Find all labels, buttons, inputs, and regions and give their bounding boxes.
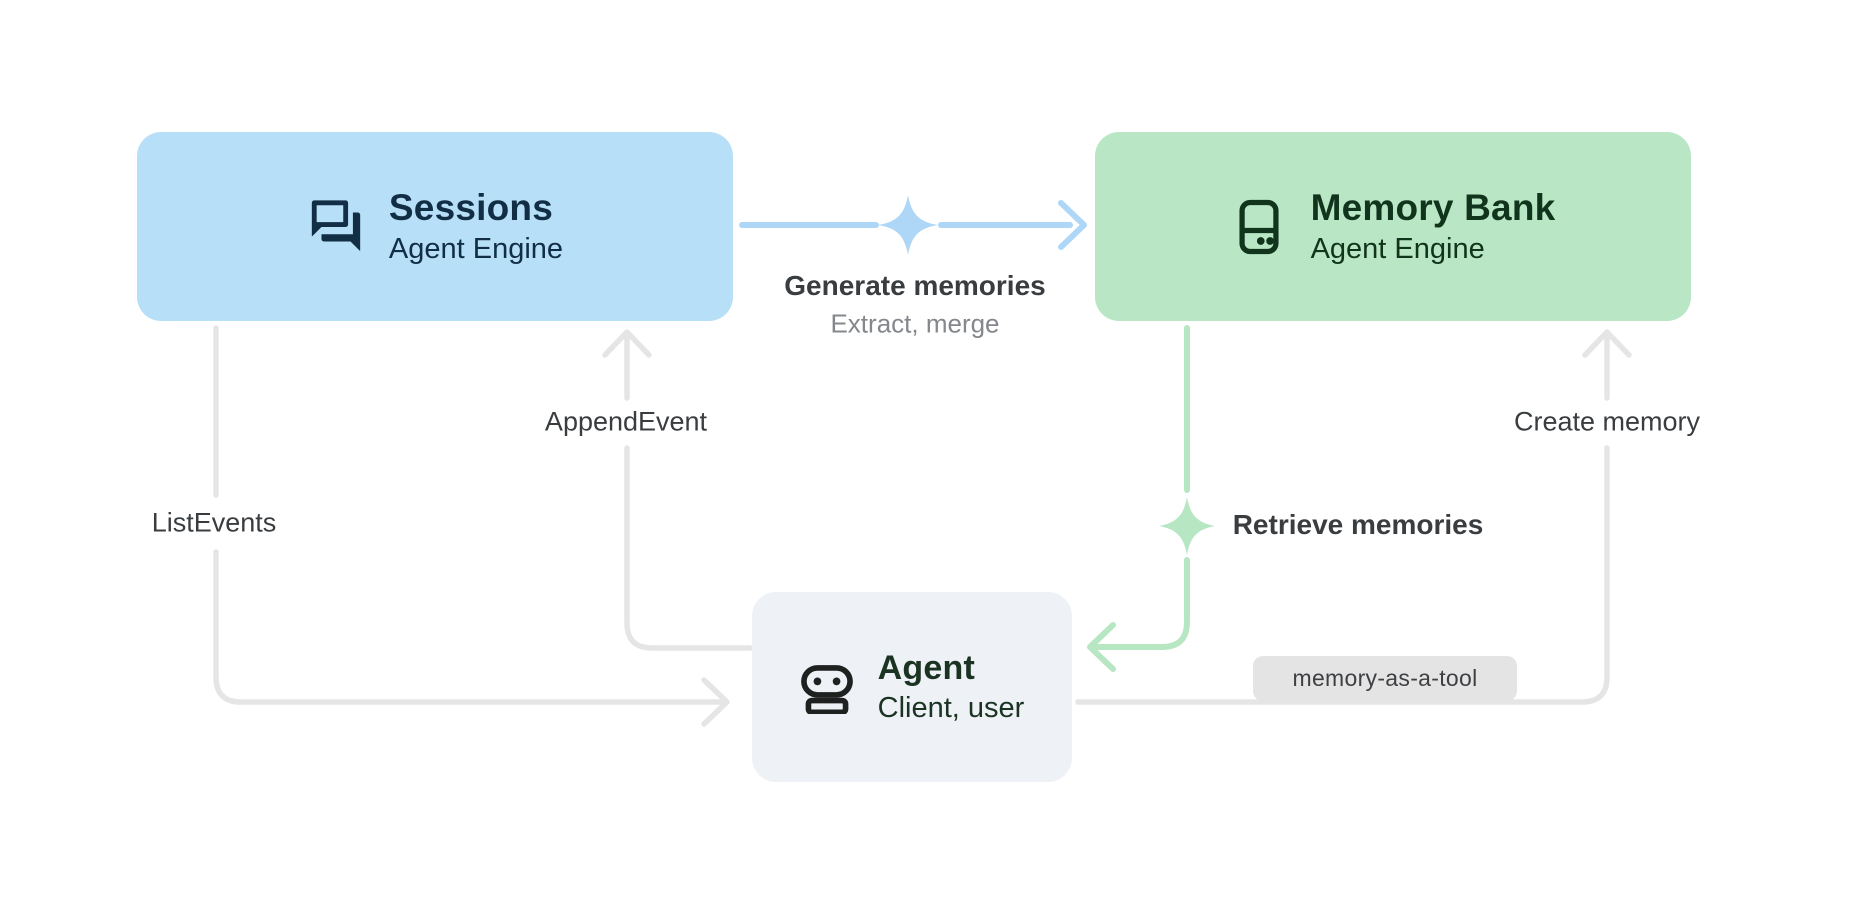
node-title: Sessions: [388, 187, 553, 228]
label-list-events: ListEvents: [151, 507, 277, 538]
badge-label: memory-as-a-tool: [1292, 665, 1478, 691]
node-subtitle: Agent Engine: [388, 233, 564, 265]
sparkle-icon: [1159, 497, 1215, 555]
edge-retrieve-memories: [1087, 325, 1215, 672]
node-title: Agent: [877, 649, 975, 687]
node-subtitle: Client, user: [877, 692, 1025, 724]
edge-list-events: [213, 325, 730, 727]
memory-as-a-tool-badge: memory-as-a-tool: [1253, 656, 1517, 701]
storage-icon: [1239, 199, 1279, 254]
node-agent: Agent Client, user: [752, 592, 1072, 782]
node-sessions: Sessions Agent Engine: [137, 132, 733, 321]
label-create-memory: Create memory: [1513, 406, 1701, 437]
robot-icon: [800, 665, 853, 714]
label-generate-memories: Generate memories: [784, 270, 1046, 301]
node-title: Memory Bank: [1310, 187, 1556, 228]
forum-icon: [311, 199, 361, 251]
edge-generate-memories: [739, 195, 1087, 255]
label-extract-merge: Extract, merge: [830, 308, 1000, 339]
sparkle-icon: [878, 195, 938, 255]
label-append-event: AppendEvent: [544, 406, 708, 437]
node-subtitle: Agent Engine: [1310, 233, 1485, 265]
edge-append-event: [602, 329, 753, 651]
edge-create-memory: [1075, 329, 1632, 705]
node-memory-bank: Memory Bank Agent Engine: [1095, 132, 1691, 321]
label-retrieve-memories: Retrieve memories: [1232, 509, 1484, 540]
